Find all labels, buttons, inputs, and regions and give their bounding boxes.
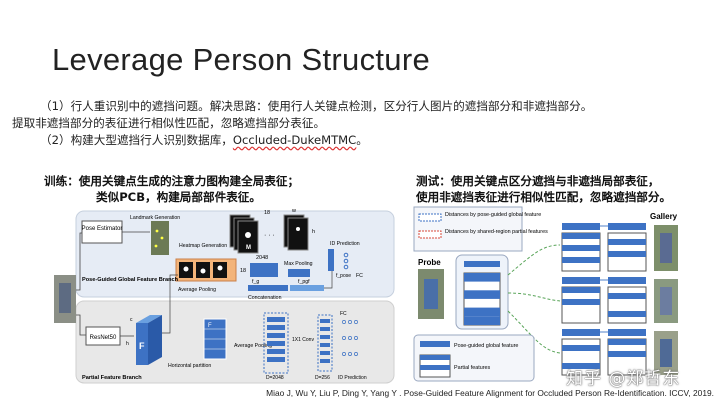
svg-text:· · ·: · · · <box>264 232 275 239</box>
svg-text:f_g: f_g <box>252 279 259 285</box>
pose-estimator-label: Pose Estimator <box>82 226 123 232</box>
body-line-2: 提取非遮挡部分的表征进行相似性匹配，忽略遮挡部分表征。 <box>12 116 326 130</box>
reduced-parts <box>317 314 333 372</box>
svg-text:D=2048: D=2048 <box>266 375 284 381</box>
gallery-label: Gallery <box>650 212 678 221</box>
svg-text:FC: FC <box>356 273 363 279</box>
legend-global-feature: Pose-guided global feature <box>454 343 518 349</box>
svg-text:h: h <box>312 229 315 235</box>
n2048-label: 2048 <box>256 255 268 261</box>
probe-global-feature <box>464 261 500 267</box>
concat-label: Concatenation <box>248 295 282 301</box>
svg-text:18: 18 <box>240 268 246 274</box>
pose-feature-block <box>250 263 278 277</box>
probe-label: Probe <box>418 258 441 267</box>
gallery-row-2 <box>561 277 678 324</box>
citation: Miao J, Wu Y, Liu P, Ding Y, Yang Y . Po… <box>266 388 714 398</box>
id-pred-label: ID Prediction <box>330 241 360 247</box>
fg-vector <box>248 285 288 291</box>
gallery-row-3 <box>561 329 678 376</box>
dataset-name: Occluded-DukeMTMC <box>232 133 357 147</box>
train-heading-1: 训练：使用关键点生成的注意力图构建全局表征； <box>44 174 300 188</box>
svg-text:c: c <box>130 317 133 323</box>
legend-partial-distance: Distances by shared-region partial featu… <box>445 229 548 235</box>
max-pooling-label: Max Pooling <box>284 261 313 267</box>
training-architecture-figure: Pose Estimator Landmark Generation Heatm… <box>54 208 395 384</box>
svg-text:D=256: D=256 <box>315 375 330 381</box>
svg-text:f_pose: f_pose <box>336 273 351 279</box>
avg-pooling-label: Average Pooling <box>178 287 216 293</box>
fc-bar <box>328 249 334 271</box>
slide-title: Leverage Person Structure <box>52 42 430 77</box>
svg-text:F: F <box>139 341 145 351</box>
pose-estimator-box <box>81 220 123 244</box>
zhihu-watermark: 知乎 @郑哲东 <box>566 369 681 389</box>
id-pred-circles <box>342 320 358 356</box>
svg-text:f_pgf: f_pgf <box>298 279 310 285</box>
body-line-1: （1）行人重识别中的遮挡问题。解决思路：使用行人关键点检测，区分行人图片的遮挡部… <box>40 99 593 113</box>
heatmap-gen-label: Heatmap Generation <box>179 243 227 249</box>
horizontal-partition-label: Horizontal partition <box>168 363 211 369</box>
testing-matching-figure: Distances by pose-guided global feature … <box>413 206 678 382</box>
train-heading-2: 类似PCB，构建局部部件表征。 <box>96 190 261 204</box>
svg-text:h: h <box>126 341 129 347</box>
legend-partial-features: Partial features <box>454 365 491 371</box>
part-stripes <box>263 312 289 374</box>
test-heading-1: 测试：使用关键点区分遮挡与非遮挡局部表征， <box>416 174 660 188</box>
landmark-gen-label: Landmark Generation <box>130 215 180 221</box>
conv-label: 1X1 Conv <box>292 337 314 343</box>
svg-text:M: M <box>246 245 251 251</box>
global-branch-label: Pose-Guided Global Feature Branch <box>82 277 179 283</box>
legend-global-distance: Distances by pose-guided global feature <box>445 212 541 218</box>
fpgf-vector <box>290 285 324 291</box>
svg-text:w: w <box>291 208 296 214</box>
feature-map-F <box>136 323 148 365</box>
matching-arrows <box>507 244 561 354</box>
id-pred2-label: ID Prediction <box>338 375 367 381</box>
svg-text:ResNet50: ResNet50 <box>90 335 117 341</box>
partial-branch-label: Partial Feature Branch <box>82 375 142 381</box>
landmark-image <box>151 221 169 255</box>
heatmap-stack: M · · · 18 h w <box>229 208 315 254</box>
gallery-row-1 <box>561 223 678 272</box>
body-line-3: （2）构建大型遮挡行人识别数据库，Occluded-DukeMTMC。 <box>40 133 368 147</box>
dim-18-label: 18 <box>264 210 270 216</box>
max-pool-vector <box>288 269 310 277</box>
svg-text:F: F <box>208 323 212 329</box>
avg-pooling2-label: Average Pooling <box>234 343 272 349</box>
svg-text:FC: FC <box>340 311 347 317</box>
test-heading-2: 使用非遮挡表征进行相似性匹配，忽略遮挡部分。 <box>416 190 672 204</box>
